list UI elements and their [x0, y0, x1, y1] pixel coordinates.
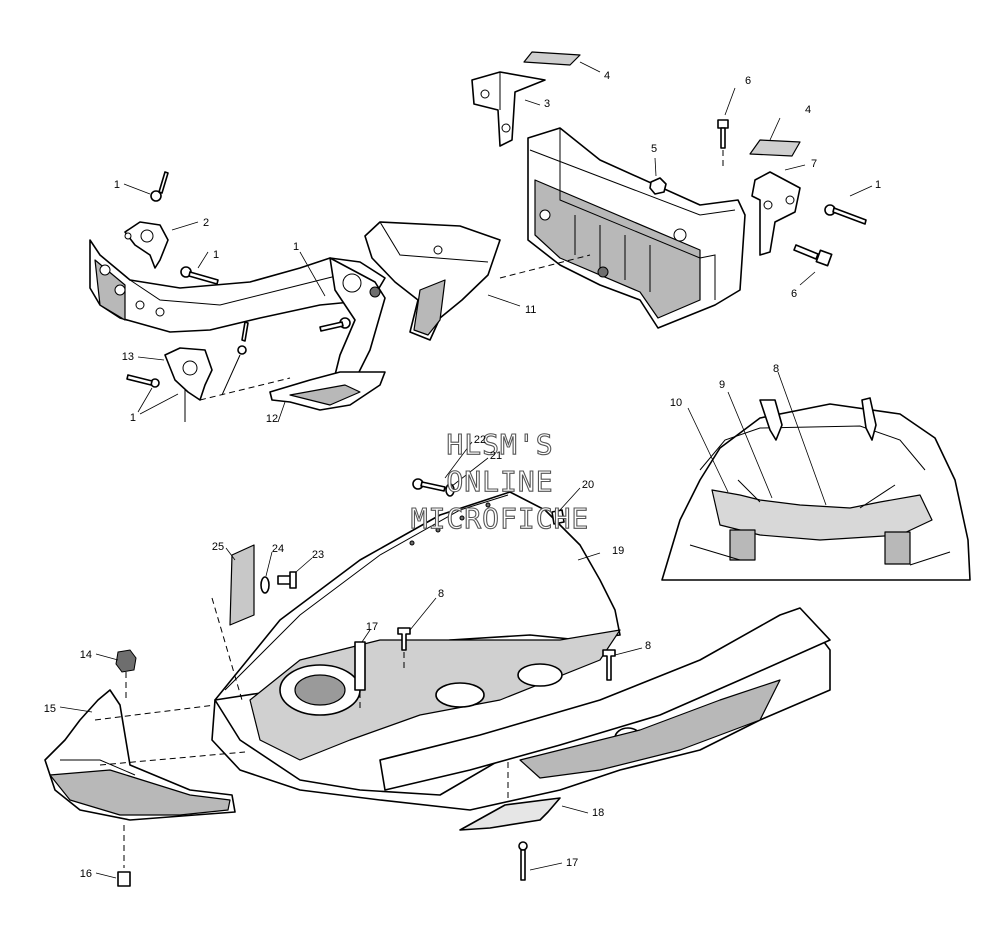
bracket-part-11 [364, 221, 501, 341]
plate-part-18 [459, 797, 561, 831]
callout-15: 15 [44, 703, 56, 715]
decal-part-4-right [749, 139, 801, 157]
bolt-part-17-lower [518, 841, 528, 881]
callout-labels: 1 2 1 1 13 1 12 11 4 3 5 6 4 7 1 6 10 9 … [44, 70, 881, 880]
bolt-part-1-center [319, 317, 351, 332]
nut-part-14 [115, 649, 137, 700]
bracket-part-13 [164, 347, 213, 401]
callout-7: 7 [811, 158, 817, 170]
callout-4-b: 4 [805, 104, 811, 116]
front-bumper-part-15 [44, 689, 236, 821]
callout-8-b: 8 [438, 588, 444, 600]
callout-13: 13 [122, 351, 134, 363]
callout-11: 11 [525, 304, 536, 316]
callout-16: 16 [80, 868, 92, 880]
bolt-part-6-top [717, 119, 729, 168]
callout-4-a: 4 [604, 70, 610, 82]
callout-24: 24 [272, 543, 284, 555]
callout-21: 21 [490, 450, 502, 462]
washer-part-24 [260, 576, 270, 594]
callout-5: 5 [651, 143, 657, 155]
callout-2: 2 [203, 217, 209, 229]
callout-6-a: 6 [745, 75, 751, 87]
callout-1-c: 1 [293, 241, 299, 253]
callout-8-a: 8 [773, 363, 779, 375]
callout-17-b: 17 [566, 857, 578, 869]
bracket-part-3 [471, 71, 546, 147]
bolt-part-1-mid [180, 266, 219, 285]
callout-23: 23 [312, 549, 324, 561]
bolt-part-16 [117, 825, 131, 887]
watermark-line-3: MICROFICHE [411, 502, 590, 535]
callout-25: 25 [212, 541, 224, 553]
screw-part-22 [412, 478, 446, 492]
bracket-part-2 [124, 221, 169, 269]
callout-1-d: 1 [130, 412, 136, 424]
callout-17-a: 17 [366, 621, 378, 633]
bracket-part-12 [199, 371, 386, 411]
screw-part-23 [277, 571, 297, 589]
callout-12: 12 [266, 413, 278, 425]
callout-1-a: 1 [114, 179, 120, 191]
bolt-part-1-top [150, 171, 169, 202]
callout-1-b: 1 [213, 249, 219, 261]
bolt-part-6-lower [793, 244, 833, 267]
callout-1-e: 1 [875, 179, 881, 191]
callout-10: 10 [670, 397, 682, 409]
bolt-part-17-upper [354, 641, 366, 712]
decal-part-4-top [523, 51, 581, 66]
bolt-part-1-lower [126, 321, 249, 422]
callout-8-c: 8 [645, 640, 651, 652]
bulkhead-assembly [471, 51, 873, 329]
callout-14: 14 [80, 649, 92, 661]
callout-18: 18 [592, 807, 604, 819]
hood-rear-view [661, 371, 971, 581]
callout-6-b: 6 [791, 288, 797, 300]
callout-22: 22 [474, 434, 486, 446]
bolt-part-8-right [602, 649, 616, 681]
callout-9: 9 [719, 379, 725, 391]
callout-19: 19 [612, 545, 624, 557]
bolt-part-1-right [824, 204, 867, 225]
watermark: HLSM'S ONLINE MICROFICHE [410, 427, 590, 535]
callout-20: 20 [582, 479, 594, 491]
nut-part-5 [649, 177, 667, 195]
decal-part-25 [229, 544, 255, 626]
clip-part-20 [551, 509, 565, 525]
washer-part-21 [445, 483, 455, 497]
front-bulkhead-part [527, 127, 746, 329]
steering-support-assembly [89, 171, 521, 423]
watermark-line-1: HLSM'S [446, 428, 553, 461]
watermark-line-2: ONLINE [446, 465, 553, 498]
hood-assembly [44, 441, 831, 887]
bracket-part-7 [751, 171, 801, 256]
callout-3: 3 [544, 98, 550, 110]
